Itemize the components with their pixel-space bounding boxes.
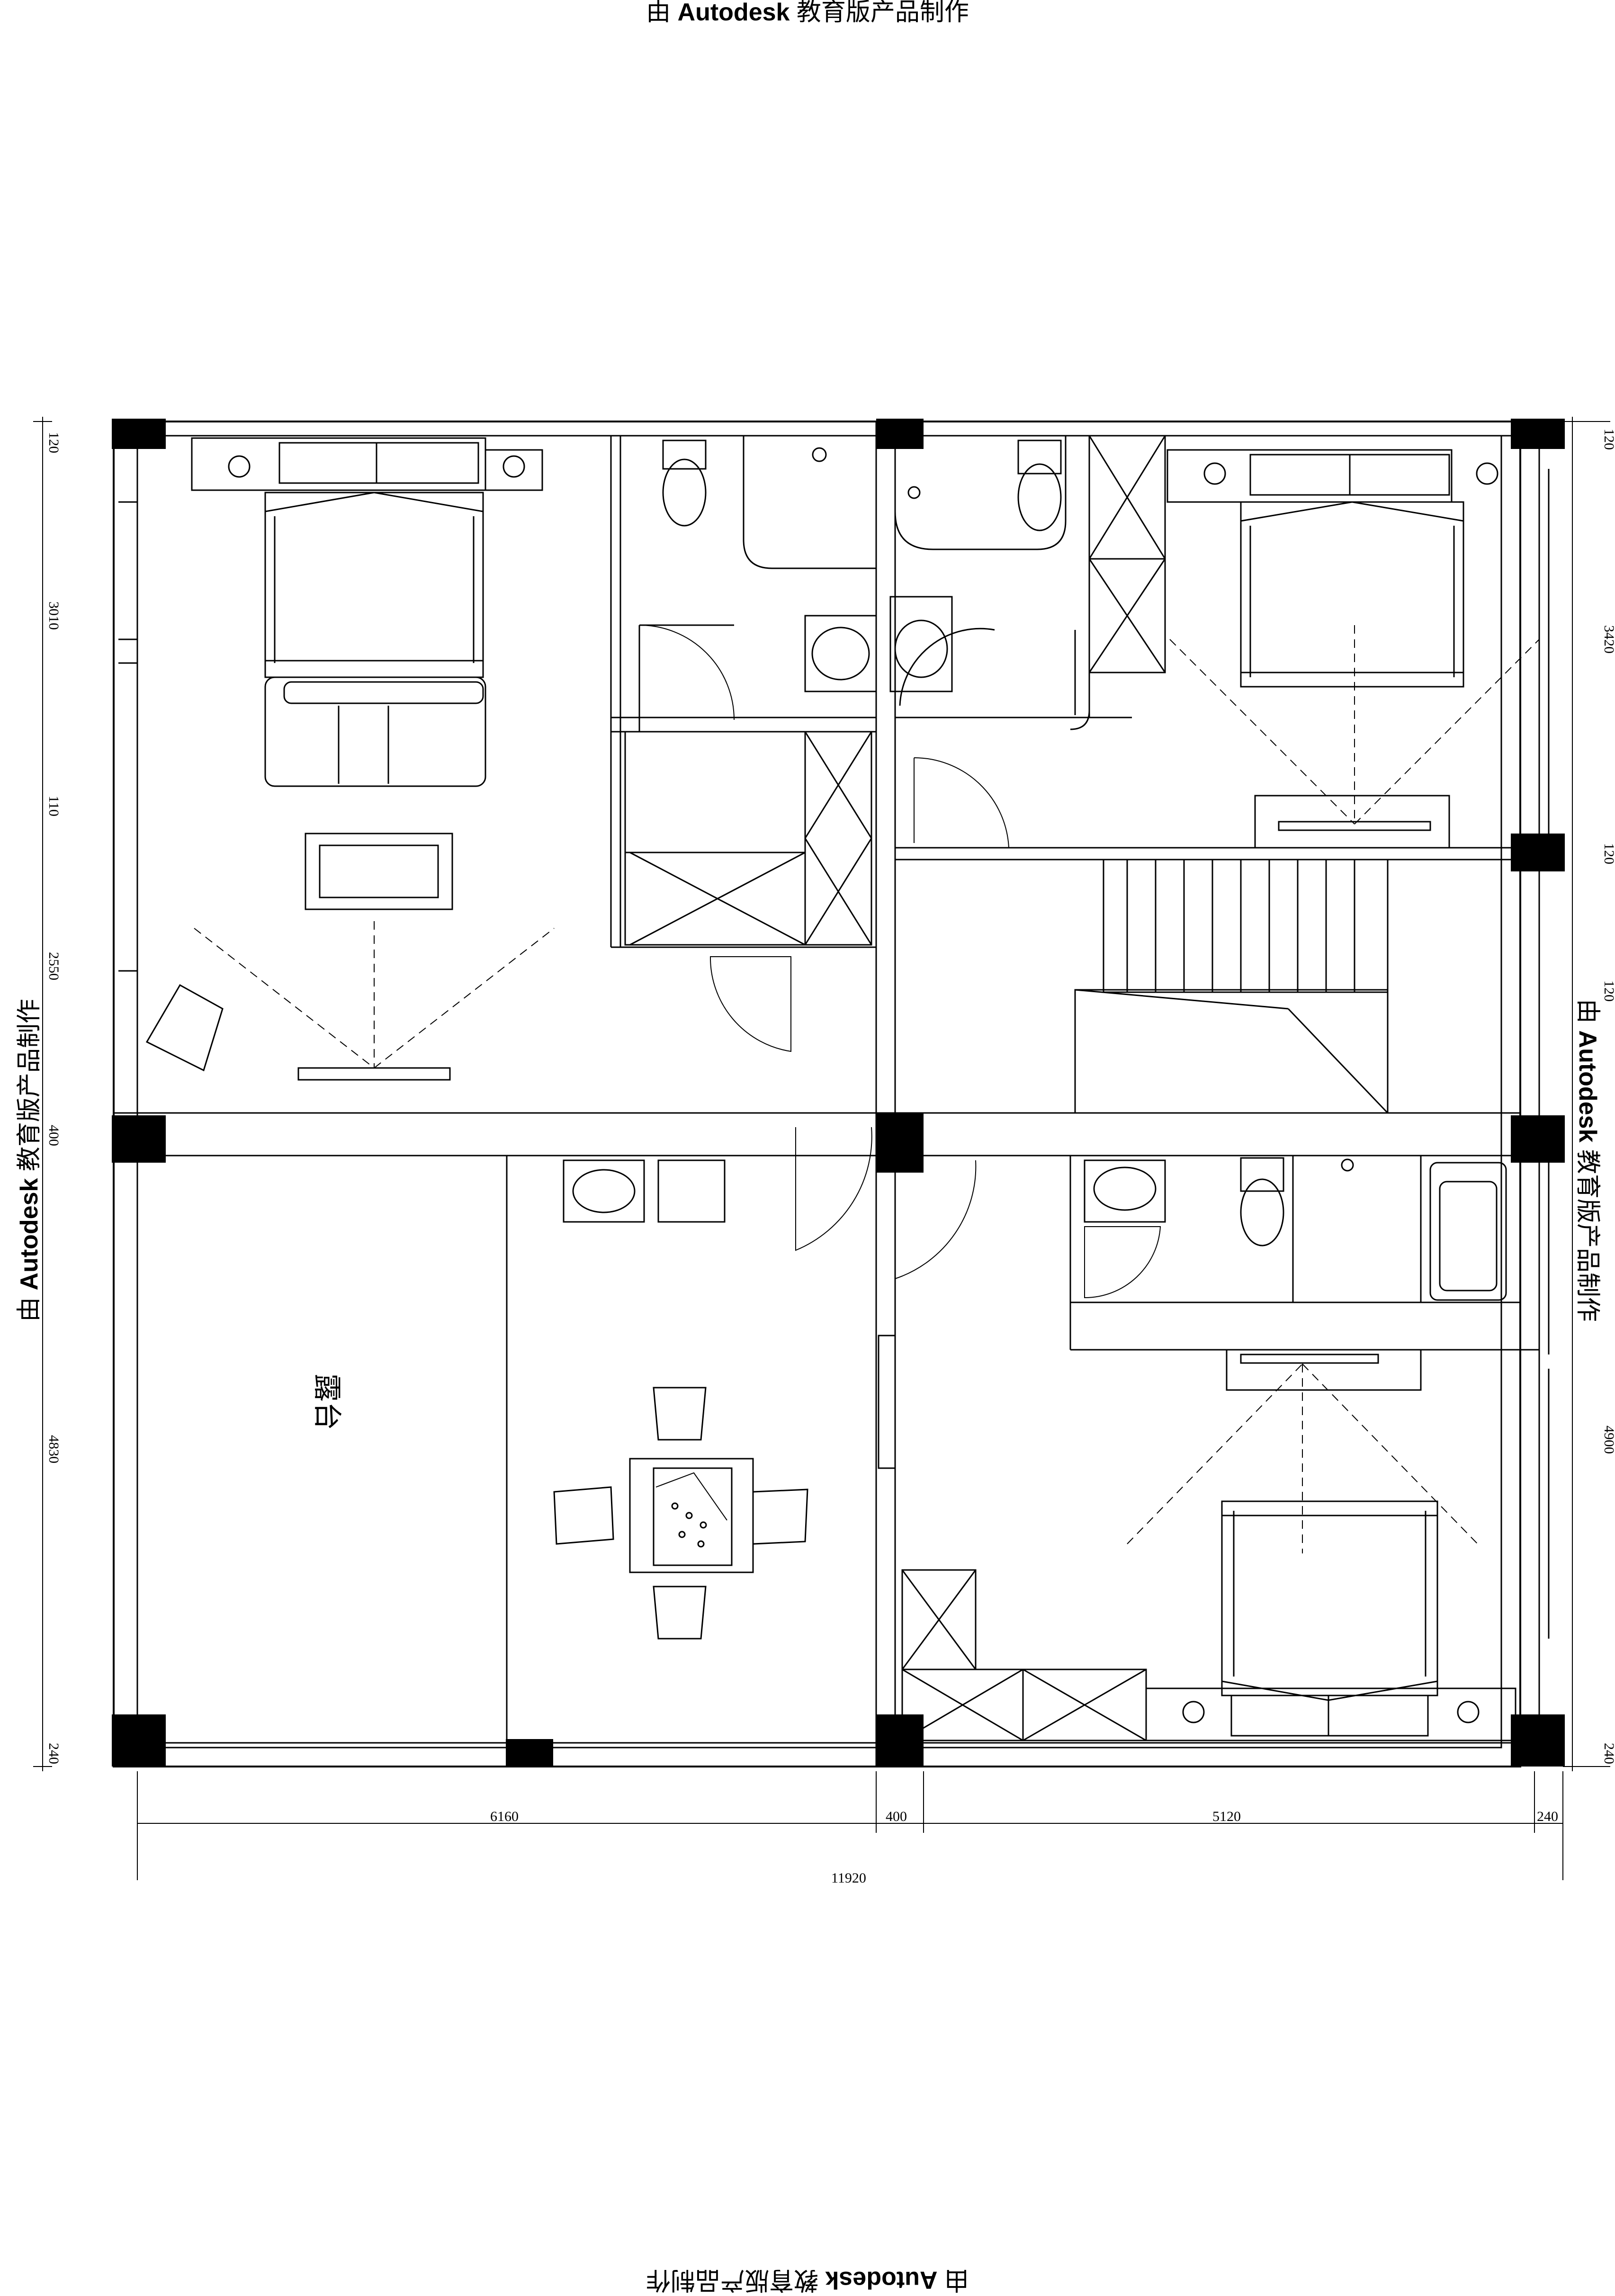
dim-left-400: 400 xyxy=(46,1125,62,1146)
dim-left-110: 110 xyxy=(46,796,62,816)
interior-walls xyxy=(114,422,1550,1767)
dim-bottom-240: 240 xyxy=(1537,1809,1558,1824)
terrace-label: 露台 xyxy=(310,1373,343,1430)
dim-right-120a: 120 xyxy=(1601,429,1615,450)
dim-total: 11920 xyxy=(831,1870,866,1886)
left-dimensions: 120 3010 110 2550 400 4830 240 xyxy=(46,432,62,1764)
terrace: 露台 xyxy=(310,1373,343,1430)
dim-bottom-6160: 6160 xyxy=(490,1809,519,1824)
tv-cabinet-left xyxy=(297,1067,451,1081)
coffee-table xyxy=(305,833,453,910)
ceiling-lines-left xyxy=(194,921,555,1068)
dim-right-120b: 120 xyxy=(1601,843,1615,864)
bathroom-top-middle xyxy=(624,436,877,1052)
dim-left-2550: 2550 xyxy=(46,952,62,980)
staircase xyxy=(1074,859,1389,1114)
armchair xyxy=(145,984,224,1072)
bottom-dimensions: 6160 400 5120 240 11920 xyxy=(490,1809,1558,1886)
dim-right-3420: 3420 xyxy=(1601,625,1615,654)
dim-right-4900: 4900 xyxy=(1601,1426,1615,1454)
dim-bottom-400: 400 xyxy=(886,1809,907,1824)
dim-right-120c: 120 xyxy=(1601,980,1615,1002)
bathroom-lower-right xyxy=(895,1157,1507,1391)
watermark-top: 由 Autodesk 教育版产品制作 xyxy=(646,0,969,26)
dim-bottom-5120: 5120 xyxy=(1212,1809,1241,1824)
dim-right-240: 240 xyxy=(1601,1743,1615,1764)
columns xyxy=(112,419,1565,1767)
ceiling-lines-top-right xyxy=(1169,625,1540,825)
bed-lower-right xyxy=(901,1500,1516,1741)
dimension-lines xyxy=(33,417,1610,1880)
dim-left-3010: 3010 xyxy=(46,601,62,630)
lower-middle-room xyxy=(553,1127,896,1640)
sofa-top-left xyxy=(264,676,486,787)
dim-left-240: 240 xyxy=(46,1743,62,1764)
right-dimensions: 120 3420 120 120 4900 240 xyxy=(1601,429,1615,1764)
dim-left-4830: 4830 xyxy=(46,1435,62,1463)
dim-left-120: 120 xyxy=(46,432,62,453)
exterior-walls xyxy=(113,421,1521,1767)
bed-top-right xyxy=(1166,449,1498,849)
bed-top-left xyxy=(191,437,543,678)
ceiling-lines-lower-right xyxy=(1127,1363,1478,1553)
bathroom-top-right xyxy=(889,435,1166,848)
